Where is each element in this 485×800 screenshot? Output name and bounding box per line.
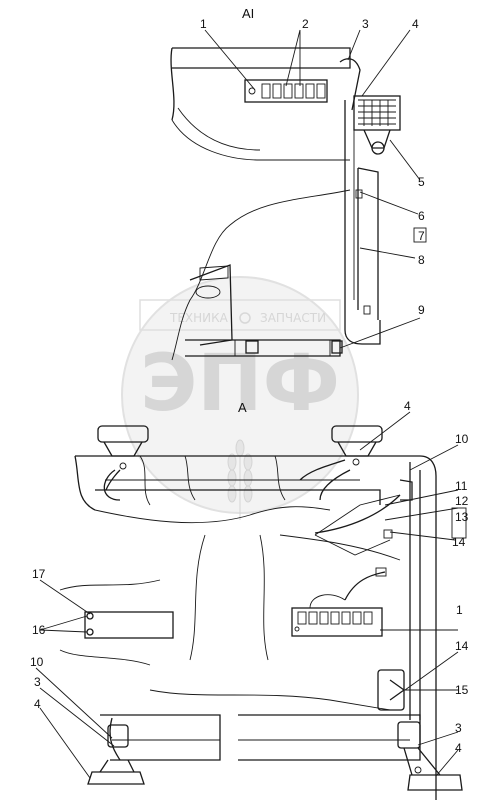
callout-7-box: [413, 227, 427, 243]
callout-leaders-top: [204, 29, 421, 349]
work-lamp-lower-left: [87, 724, 145, 785]
callout-b-3: 3: [34, 675, 41, 689]
switch-panel-bottom: [291, 594, 383, 637]
switch-panel: [244, 79, 328, 103]
callout-b-14-lower: 14: [455, 639, 469, 653]
watermark-left-word: ТЕХНИКА: [169, 311, 229, 325]
callout-b-17: 17: [32, 567, 46, 581]
watermark-brand: ЭПФ: [140, 339, 340, 429]
work-lamp-lower-right: [397, 721, 463, 791]
callout-1: 1: [200, 17, 207, 31]
callout-b-12: 12: [455, 494, 469, 508]
callout-b-4: 4: [404, 399, 411, 413]
watermark-right-word: ЗАПЧАСТИ: [260, 311, 326, 325]
view-label-bottom: A: [238, 400, 247, 415]
rear-light: [377, 669, 406, 711]
cab-bottom-view: [59, 425, 463, 800]
callout-2: 2: [302, 17, 309, 31]
cab-top-view: [170, 47, 401, 361]
work-lamp-right: [331, 425, 383, 466]
callout-8: 8: [418, 253, 425, 267]
callout-b-10-lower: 10: [30, 655, 44, 669]
callouts-top: 1 2 3 4 5 6 7 8 9: [200, 17, 425, 317]
callout-6: 6: [418, 209, 425, 223]
callout-12-13-box: [451, 507, 467, 539]
gear-icon: [239, 312, 251, 324]
callout-b-10: 10: [455, 432, 469, 446]
work-lamp-left: [97, 425, 149, 470]
callouts-bottom: 4 10 11 12 13 14 17 16 1 14 15 10 3 4 3 …: [30, 399, 469, 755]
callout-b-4-lower: 4: [34, 697, 41, 711]
switch-block-17: [84, 611, 174, 639]
callout-3: 3: [362, 17, 369, 31]
callout-b-13: 13: [455, 510, 469, 524]
callout-b-15: 15: [455, 683, 469, 697]
callout-9: 9: [418, 303, 425, 317]
callout-b-14: 14: [452, 535, 466, 549]
callout-4: 4: [412, 17, 419, 31]
work-lamp-top: [353, 95, 401, 155]
callout-7: 7: [418, 229, 425, 243]
callout-b-1: 1: [456, 603, 463, 617]
wheat-icon: [227, 439, 253, 520]
callout-b-11: 11: [455, 479, 468, 493]
callout-b-4-right: 4: [455, 741, 462, 755]
callout-5: 5: [418, 175, 425, 189]
callout-b-16: 16: [32, 623, 46, 637]
view-label-top: AI: [242, 6, 254, 21]
callout-b-3-right: 3: [455, 721, 462, 735]
watermark: ТЕХНИКА ЗАПЧАСТИ ЭПФ: [121, 276, 359, 520]
callout-leaders-bottom: [35, 411, 459, 779]
